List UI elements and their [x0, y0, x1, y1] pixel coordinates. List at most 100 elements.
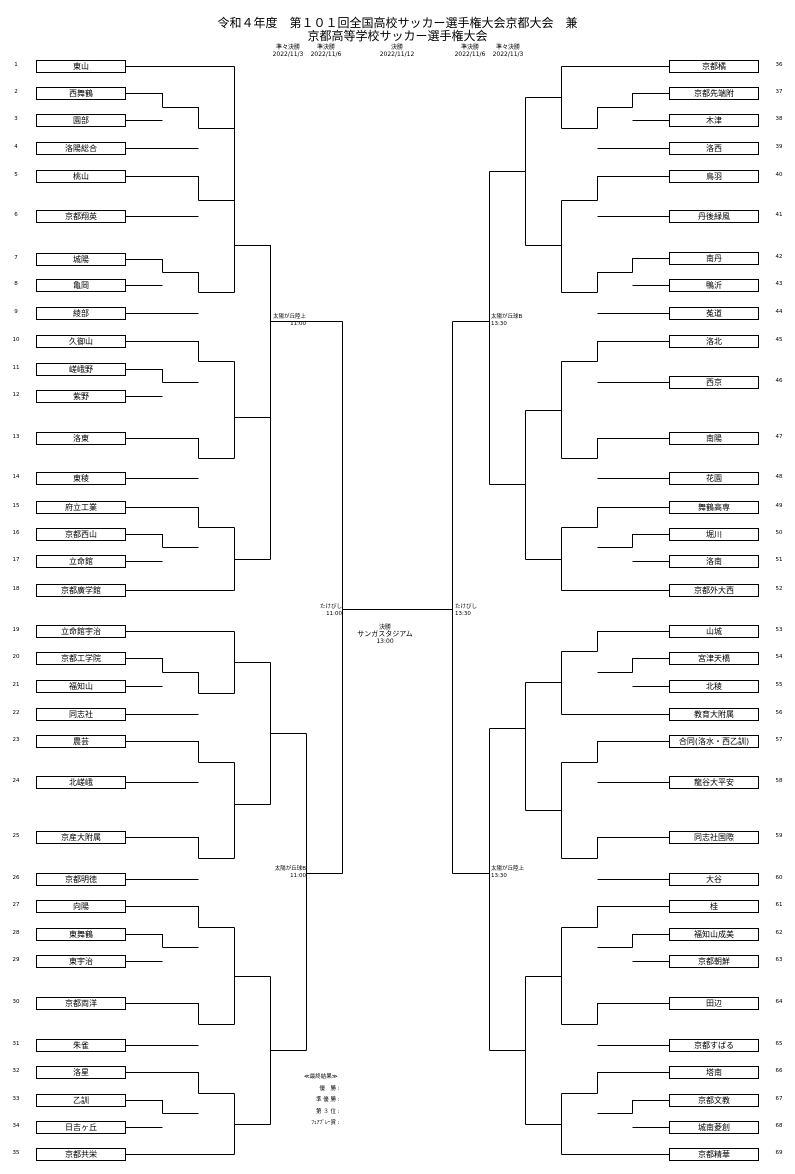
team-box: 京都先端附	[669, 86, 759, 100]
team-box: 洛南	[669, 554, 759, 568]
team-box: 東宇治	[36, 954, 126, 968]
team-box: 洛陽総合	[36, 141, 126, 155]
result-row: 優 勝 :	[296, 1084, 340, 1096]
team-box: 同志社国際	[669, 830, 759, 844]
team-box: 京産大附属	[36, 830, 126, 844]
right-sf-header: 準決勝 2022/11/6	[450, 44, 490, 58]
team-box: 鴨沂	[669, 278, 759, 292]
seed-number: 5	[14, 172, 18, 178]
seed-number: 15	[12, 503, 20, 509]
team-box: 北稜	[669, 679, 759, 693]
seed-number: 66	[775, 1068, 783, 1074]
team-box: 南陽	[669, 431, 759, 445]
final-match-info: 決勝 サンガスタジアム 13:00	[340, 624, 430, 645]
final-time: 13:00	[376, 638, 394, 645]
team-box: 立命館宇治	[36, 624, 126, 638]
seed-number: 14	[12, 474, 20, 480]
seed-number: 6	[14, 212, 18, 218]
team-box: 京都西山	[36, 527, 126, 541]
seed-number: 31	[12, 1041, 20, 1047]
result-label: 優 勝	[319, 1085, 336, 1092]
seed-number: 9	[14, 309, 18, 315]
seed-number: 30	[12, 999, 20, 1005]
seed-number: 54	[775, 654, 783, 660]
seed-number: 17	[12, 557, 20, 563]
seed-number: 35	[12, 1150, 20, 1156]
results-title: ≪最終結果≫	[304, 1074, 338, 1080]
result-value: :	[337, 1097, 340, 1103]
seed-number: 13	[12, 434, 20, 440]
right-sf-date: 2022/11/6	[454, 51, 486, 58]
team-box: 朱雀	[36, 1038, 126, 1052]
right-sf-label: 準決勝	[460, 44, 479, 51]
venue-time: 11:00	[290, 320, 306, 327]
seed-number: 56	[775, 710, 783, 716]
team-box: 洛北	[669, 334, 759, 348]
seed-number: 24	[12, 778, 20, 784]
team-box: 京都朝鮮	[669, 954, 759, 968]
venue-time: 13:30	[491, 320, 507, 327]
team-box: 京都翔英	[36, 209, 126, 223]
seed-number: 65	[775, 1041, 783, 1047]
seed-number: 42	[775, 254, 783, 260]
team-box: 丹後緑風	[669, 209, 759, 223]
seed-number: 47	[775, 434, 783, 440]
team-box: 教育大附属	[669, 707, 759, 721]
team-box: 農芸	[36, 734, 126, 748]
team-box: 向陽	[36, 899, 126, 913]
team-box: 菟道	[669, 306, 759, 320]
team-box: 洛東	[36, 431, 126, 445]
result-row: ﾌｪｱﾌﾟﾚｰ賞 :	[296, 1118, 340, 1130]
seed-number: 67	[775, 1096, 783, 1102]
team-box: 堀川	[669, 527, 759, 541]
team-box: 大谷	[669, 872, 759, 886]
seed-number: 16	[12, 530, 20, 536]
tournament-title-line2: 京都高等学校サッカー選手権大会	[307, 29, 488, 43]
team-box: 南丹	[669, 251, 759, 265]
venue-place: 太陽が丘陸上	[272, 314, 306, 320]
left-qf-top-venue: 太陽が丘陸上 11:00	[256, 314, 306, 327]
team-box: 京都橘	[669, 59, 759, 73]
seed-number: 34	[12, 1123, 20, 1129]
team-box: 洛星	[36, 1065, 126, 1079]
left-sf-header: 準決勝 2022/11/6	[306, 44, 346, 58]
team-box: 京都工学院	[36, 651, 126, 665]
team-box: 京都精華	[669, 1147, 759, 1161]
seed-number: 52	[775, 586, 783, 592]
team-box: 立命館	[36, 554, 126, 568]
team-box: 亀岡	[36, 278, 126, 292]
final-header: 決勝 2022/11/12	[377, 44, 417, 58]
team-box: 府立工業	[36, 500, 126, 514]
team-box: 西舞鶴	[36, 86, 126, 100]
seed-number: 37	[775, 89, 783, 95]
team-box: 塔南	[669, 1065, 759, 1079]
team-box: 鳥羽	[669, 169, 759, 183]
right-qf-date: 2022/11/3	[492, 51, 524, 58]
venue-time: 13:30	[455, 610, 471, 617]
result-row: 準 優 勝 :	[296, 1095, 340, 1107]
result-value: :	[337, 1085, 340, 1092]
team-box: 宮津天橋	[669, 651, 759, 665]
team-box: 城陽	[36, 252, 126, 266]
seed-number: 23	[12, 737, 20, 743]
venue-time: 11:00	[326, 610, 342, 617]
team-box: 福知山成美	[669, 927, 759, 941]
seed-number: 21	[12, 682, 20, 688]
seed-number: 60	[775, 875, 783, 881]
team-box: 京都外大西	[669, 583, 759, 597]
seed-number: 68	[775, 1123, 783, 1129]
result-value: :	[337, 1120, 340, 1126]
venue-place: 太陽が丘球B	[491, 314, 523, 320]
seed-number: 57	[775, 737, 783, 743]
seed-number: 26	[12, 875, 20, 881]
right-sf-venue: たけびし 13:30	[455, 604, 477, 617]
seed-number: 19	[12, 627, 20, 633]
seed-number: 38	[775, 116, 783, 122]
seed-number: 39	[775, 144, 783, 150]
team-box: 合同(洛水・西乙訓)	[669, 734, 759, 748]
seed-number: 11	[12, 365, 20, 371]
seed-number: 43	[775, 281, 783, 287]
seed-number: 53	[775, 627, 783, 633]
seed-number: 45	[775, 337, 783, 343]
